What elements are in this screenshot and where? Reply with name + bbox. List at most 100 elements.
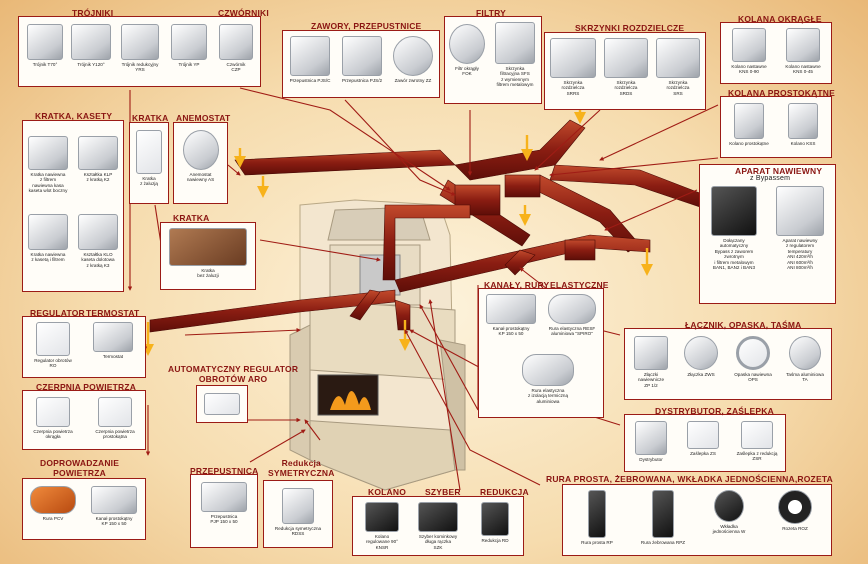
clamp-ring-icon [736, 336, 770, 370]
rect-elbow-icon [788, 103, 818, 139]
rdss-item: Redukcja symetryczna RDSS [265, 488, 331, 537]
kns45-item: Kolano nastawne KNS 0-45 [776, 28, 830, 75]
kns90-item: Kolano nastawne KNS 0-90 [722, 28, 776, 75]
round-filter-icon [449, 24, 485, 64]
y120-item: Trójnik Y120° [68, 24, 114, 67]
termostat-header: TERMOSTAT [86, 308, 140, 318]
t70-item: Trójnik T70° [22, 24, 68, 67]
yp-item: Trójnik YP [166, 24, 212, 67]
zp-item: Złączki nawiewnicze ZP 1/2 [626, 336, 676, 388]
cz1-item: Czerpnia powietrza okrągła [24, 397, 82, 440]
rpz-item: Rura żebrowana RPZ [632, 490, 694, 545]
air-intake-icon [98, 397, 132, 427]
szyber-header: SZYBER [425, 487, 461, 497]
rp-item: Rura prosta RP [566, 490, 628, 545]
srrs-item: Skrzynka rozdzielcza SRRS [546, 38, 600, 96]
rect-duct-icon [91, 486, 137, 514]
czerpnia-header: CZERPNIA POWIETRZA [36, 382, 137, 392]
trojniki-header: TRÓJNIKI [72, 8, 114, 18]
duct-network [149, 119, 706, 333]
black-reducer-icon [481, 502, 509, 536]
pjs-2-item: Przepustnica PJS/2 [336, 36, 388, 83]
czworniki-header: CZWÓRNIKI [218, 8, 269, 18]
filtry-header: FILTRY [476, 8, 506, 18]
regulator-header: REGULATOR [30, 308, 85, 318]
wye-p-icon [171, 24, 207, 60]
kr-nawiewna-item: Kratka nawiewna z filtrem nawiewna kasa … [24, 136, 72, 194]
reducing-wye-icon [121, 24, 159, 60]
pvc-pipe-icon [30, 486, 76, 514]
reducer-icon [282, 488, 314, 524]
end-cap-icon [687, 421, 719, 449]
dys-item: Dystrybutor [626, 421, 676, 462]
diffuser-icon [182, 130, 219, 170]
tape-roll-icon [789, 336, 821, 370]
czp-item: Czwórnik CZP [214, 24, 258, 73]
air-intake-icon [36, 397, 70, 427]
plenum-box-icon [550, 38, 596, 78]
knsr-item: Kolano regulowane 90° KNSR [356, 502, 408, 550]
srs-item: Skrzynka rozdzielcza SRS [652, 38, 704, 96]
kp-item: Kanał prostokątny KP 150 x 50 [481, 294, 541, 337]
plenum-box-icon [604, 38, 648, 78]
redukcja-header: REDUKCJA [480, 487, 529, 497]
flue-liner-icon [714, 490, 744, 522]
damper-icon [290, 36, 330, 76]
sfs-item: Skrzynka filtracyjna SFS z wymiennym fil… [490, 22, 540, 88]
zawory-header: ZAWORY, PRZEPUSTNICE [311, 21, 422, 31]
grille-box-icon [28, 214, 68, 250]
roz-item: Rozeta ROZ [764, 490, 826, 531]
rect-elbow-icon [734, 103, 764, 139]
kolana-prostokatne-header: KOLANA PROSTOKĄTNE [728, 88, 836, 98]
auto-reg-header: AUTOMATYCZNY REGULATOR OBROTÓW ARO [168, 364, 299, 384]
kr-zal-item: Kratka z żaluzją [131, 130, 167, 187]
aparat-header: APARAT NAWIEWNY [735, 166, 823, 176]
rd-item: Redukcja RD [470, 502, 520, 543]
pjp-item: Przepustnica PJP 150 x 50 [192, 482, 256, 525]
ops-item: Opaska nawiewna OPS [728, 336, 778, 383]
kolano-prost-item: Kolano prostokątne [722, 103, 776, 146]
ta-item: Taśma aluminiowa TA [780, 336, 830, 383]
kp2-item: Kanał prostokątny KP 150 x 50 [84, 486, 144, 527]
srds-item: Skrzynka rozdzielcza SRDS [600, 38, 652, 96]
cross-icon [219, 24, 253, 60]
supply-unit-icon [776, 186, 824, 236]
straight-flue-icon [588, 490, 606, 538]
elastyczne-header: ELASTYCZNE [550, 280, 609, 290]
fok-item: Filtr okrągły FOK [446, 24, 488, 77]
coupler-icon [684, 336, 718, 370]
flue-damper-icon [418, 502, 458, 532]
grille-box-icon [78, 214, 118, 250]
flex-duct-icon [548, 294, 596, 324]
aparat-subheader: z Bypassem [750, 175, 791, 182]
kolana-okragle-header: KOLANA OKRĄGŁE [738, 14, 822, 24]
rura-el-item: Rura elastyczna z izolacją termiczną alu… [512, 354, 584, 404]
dystrybutor-header: DYSTRYBUTOR, ZAŚLEPKA [655, 406, 774, 416]
kr-bez-item: Kratka bez żaluzji [162, 228, 254, 279]
ribbed-flue-icon [652, 490, 674, 538]
kratka2-header: KRATKA [173, 213, 210, 223]
doprowadzanie-header: DOPROWADZANIE POWIETRZA [40, 458, 120, 478]
szk-item: Szyber kominkowy długa rączka SZK [410, 502, 466, 550]
wye-icon [71, 24, 111, 60]
lacznik-header: ŁĄCZNIK, OPASKA, TAŚMA [685, 320, 802, 330]
pcv-item: Rura PCV [24, 486, 82, 521]
kratka-kasety-header: KRATKA, KASETY [35, 111, 113, 121]
damper-icon [342, 36, 382, 76]
zsr-item: Zaślepka z redukcją ZSR [730, 421, 784, 462]
klp-item: Kształtka KLP z kratką K2 [74, 136, 122, 183]
round-elbow-icon [786, 28, 820, 62]
zz-item: Zawór zwrotny ZZ [388, 36, 438, 83]
apar1-item: Dołączany automatyczny Bypass z zaworem … [702, 186, 766, 270]
rosette-icon [778, 490, 812, 524]
black-elbow-icon [365, 502, 399, 532]
resf-item: Rura elastyczna RESF aluminiowa "SPIRO" [542, 294, 602, 337]
redukcja-sym-header: Redukcja SYMETRYCZNA [268, 458, 335, 478]
kolano-header: KOLANO [368, 487, 407, 497]
termostat-item: Termostat [84, 322, 142, 359]
kr-filtr-item: Kratka nawiewna z kasetą i filtrem [24, 214, 72, 263]
distributor-icon [635, 421, 667, 455]
yrs-item: Trójnik redukcyjny YRS [116, 24, 164, 73]
thermostat-icon [93, 322, 133, 352]
